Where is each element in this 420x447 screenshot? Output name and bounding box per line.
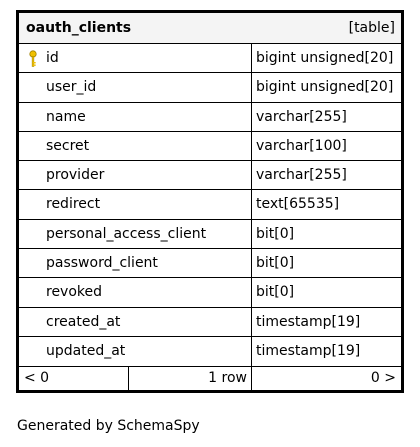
column-type: bit[0] [256,225,295,242]
table-entity: oauth_clients [table] id bigint unsigned… [16,10,404,394]
column-type: varchar[255] [256,108,347,125]
column-name: name [19,102,252,131]
generated-by-text: Generated by SchemaSpy [17,418,200,434]
column-row-user-id[interactable]: user_id bigint unsigned[20] [19,73,401,103]
column-row-redirect[interactable]: redirect text[65535] [19,190,401,220]
column-name: created_at [19,307,252,336]
column-name: secret [19,131,252,161]
column-row-created-at[interactable]: created_at timestamp[19] [19,307,401,337]
column-type: bigint unsigned[20] [256,50,394,66]
column-row-name[interactable]: name varchar[255] [19,102,401,132]
column-type: timestamp[19] [256,313,361,330]
column-row-personal-access-client[interactable]: personal_access_client bit[0] [19,219,401,250]
column-name: revoked [19,278,252,307]
column-row-password-client[interactable]: password_client bit[0] [19,249,401,279]
column-type: text[65535] [256,196,340,213]
table-kind-label: [table] [348,20,395,36]
column-type: bit[0] [256,255,295,272]
column-name: personal_access_client [19,219,252,249]
column-type: varchar[100] [256,137,347,154]
column-type: bit[0] [256,284,295,301]
column-name: password_client [19,249,252,278]
primary-key-icon [29,50,37,67]
table-header[interactable]: oauth_clients [table] [19,13,401,44]
children-count-link[interactable]: 0 > [370,370,396,387]
column-row-provider[interactable]: provider varchar[255] [19,161,401,191]
column-row-revoked[interactable]: revoked bit[0] [19,278,401,308]
column-type: bigint unsigned[20] [256,79,394,96]
table-footer: < 0 1 row 0 > [19,366,401,391]
column-name: redirect [19,190,252,219]
column-row-secret[interactable]: secret varchar[100] [19,131,401,162]
column-row-updated-at[interactable]: updated_at timestamp[19] [19,336,401,367]
table-name: oauth_clients [26,20,132,36]
column-name: id [46,50,59,66]
column-name: provider [19,161,252,190]
column-name: updated_at [19,336,252,367]
column-type: timestamp[19] [256,342,361,359]
row-count: 1 row [129,367,252,391]
column-row-id[interactable]: id bigint unsigned[20] [19,44,401,74]
column-type: varchar[255] [256,167,347,184]
column-name: user_id [19,73,252,102]
parents-count-link[interactable]: < 0 [19,367,129,391]
